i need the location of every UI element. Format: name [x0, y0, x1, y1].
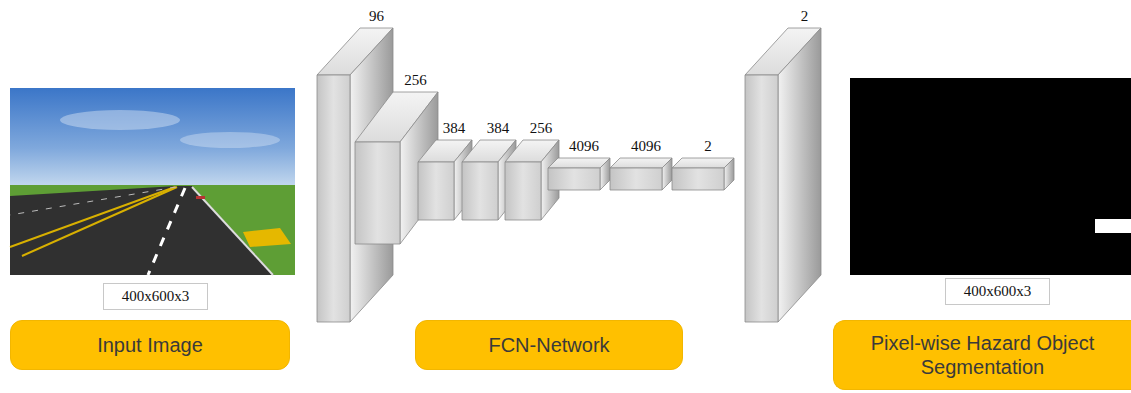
layer-top-face: [610, 158, 672, 168]
layer-front-face: [548, 168, 600, 190]
layer-block: 4096: [548, 158, 610, 190]
cloud: [60, 110, 180, 130]
layer-front-face: [418, 162, 454, 220]
layer-front-face: [317, 75, 350, 322]
sky: [10, 88, 295, 188]
layer-side-face: [778, 28, 821, 322]
layer-block: 4096: [610, 158, 672, 190]
mask-background: [850, 78, 1131, 275]
dimension-box: 400x600x3: [945, 278, 1050, 305]
hazard-object: [243, 228, 291, 247]
layer-shape: [745, 28, 821, 322]
box-label: 400x600x3: [122, 288, 190, 305]
layer-top-face: [548, 158, 610, 168]
channel-count: 4096: [631, 138, 661, 155]
box-label: 400x600x3: [964, 283, 1032, 300]
channel-count: 256: [404, 72, 427, 89]
yellow-line: [22, 187, 177, 256]
layer-shape: [610, 158, 672, 190]
dimension-box: 400x600x3: [103, 283, 208, 310]
channel-count: 4096: [569, 138, 599, 155]
layer-top-face: [672, 158, 734, 168]
lane-dashes: [148, 188, 185, 275]
grass: [10, 185, 295, 275]
box-label: Input Image: [97, 333, 203, 357]
channel-count: 384: [443, 120, 466, 137]
mask-hazard: [1095, 219, 1131, 233]
layer-front-face: [505, 162, 541, 220]
channel-count: 384: [487, 120, 510, 137]
layer-front-face: [745, 75, 778, 322]
hazard-object: [196, 196, 205, 199]
lane-dashes: [10, 187, 176, 215]
channel-count: 256: [530, 120, 553, 137]
layer-side-face: [724, 158, 734, 190]
layer-front-face: [355, 142, 400, 244]
channel-count: 2: [801, 8, 809, 25]
cloud: [180, 132, 280, 148]
layer-front-face: [610, 168, 662, 190]
layer-block: 2: [745, 28, 821, 322]
layer-front-face: [672, 168, 724, 190]
caption-box: Pixel-wise Hazard Object Segmentation: [833, 320, 1131, 390]
box-label: Pixel-wise Hazard Object Segmentation: [844, 331, 1121, 379]
layer-front-face: [462, 162, 498, 220]
caption-box: FCN-Network: [415, 320, 683, 370]
road: [10, 186, 274, 275]
layer-shape: [672, 158, 734, 190]
caption-box: Input Image: [10, 320, 290, 370]
channel-count: 96: [369, 8, 384, 25]
yellow-line: [10, 187, 175, 247]
channel-count: 2: [704, 138, 712, 155]
layer-block: 2: [672, 158, 734, 190]
box-label: FCN-Network: [488, 333, 609, 357]
layer-side-face: [600, 158, 610, 190]
layer-shape: [548, 158, 610, 190]
layer-side-face: [662, 158, 672, 190]
